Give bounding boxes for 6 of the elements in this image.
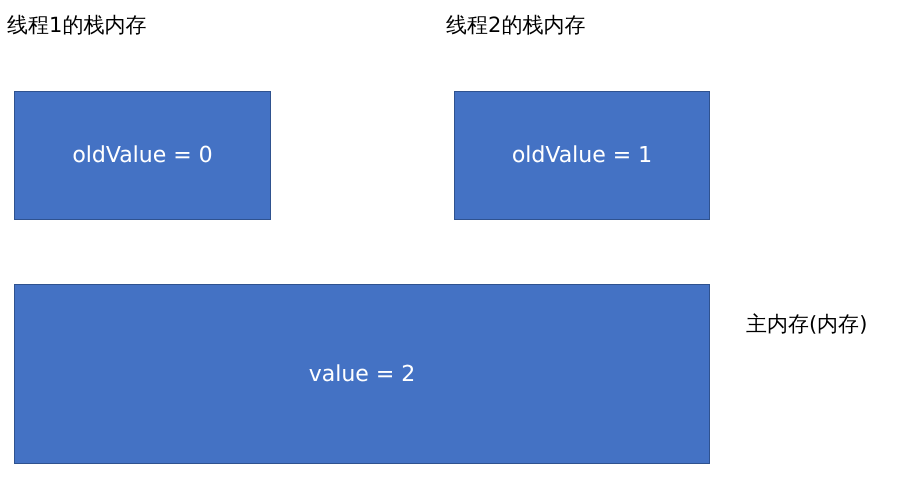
heading: 线程2的栈内存	[446, 12, 586, 39]
side-label: 主内存(内存)	[746, 311, 868, 338]
heading: 线程1的栈内存	[7, 12, 146, 39]
value-text: oldValue = 1	[512, 143, 652, 168]
value-text: oldValue = 0	[72, 143, 213, 168]
value-text: value = 2	[308, 362, 416, 386]
